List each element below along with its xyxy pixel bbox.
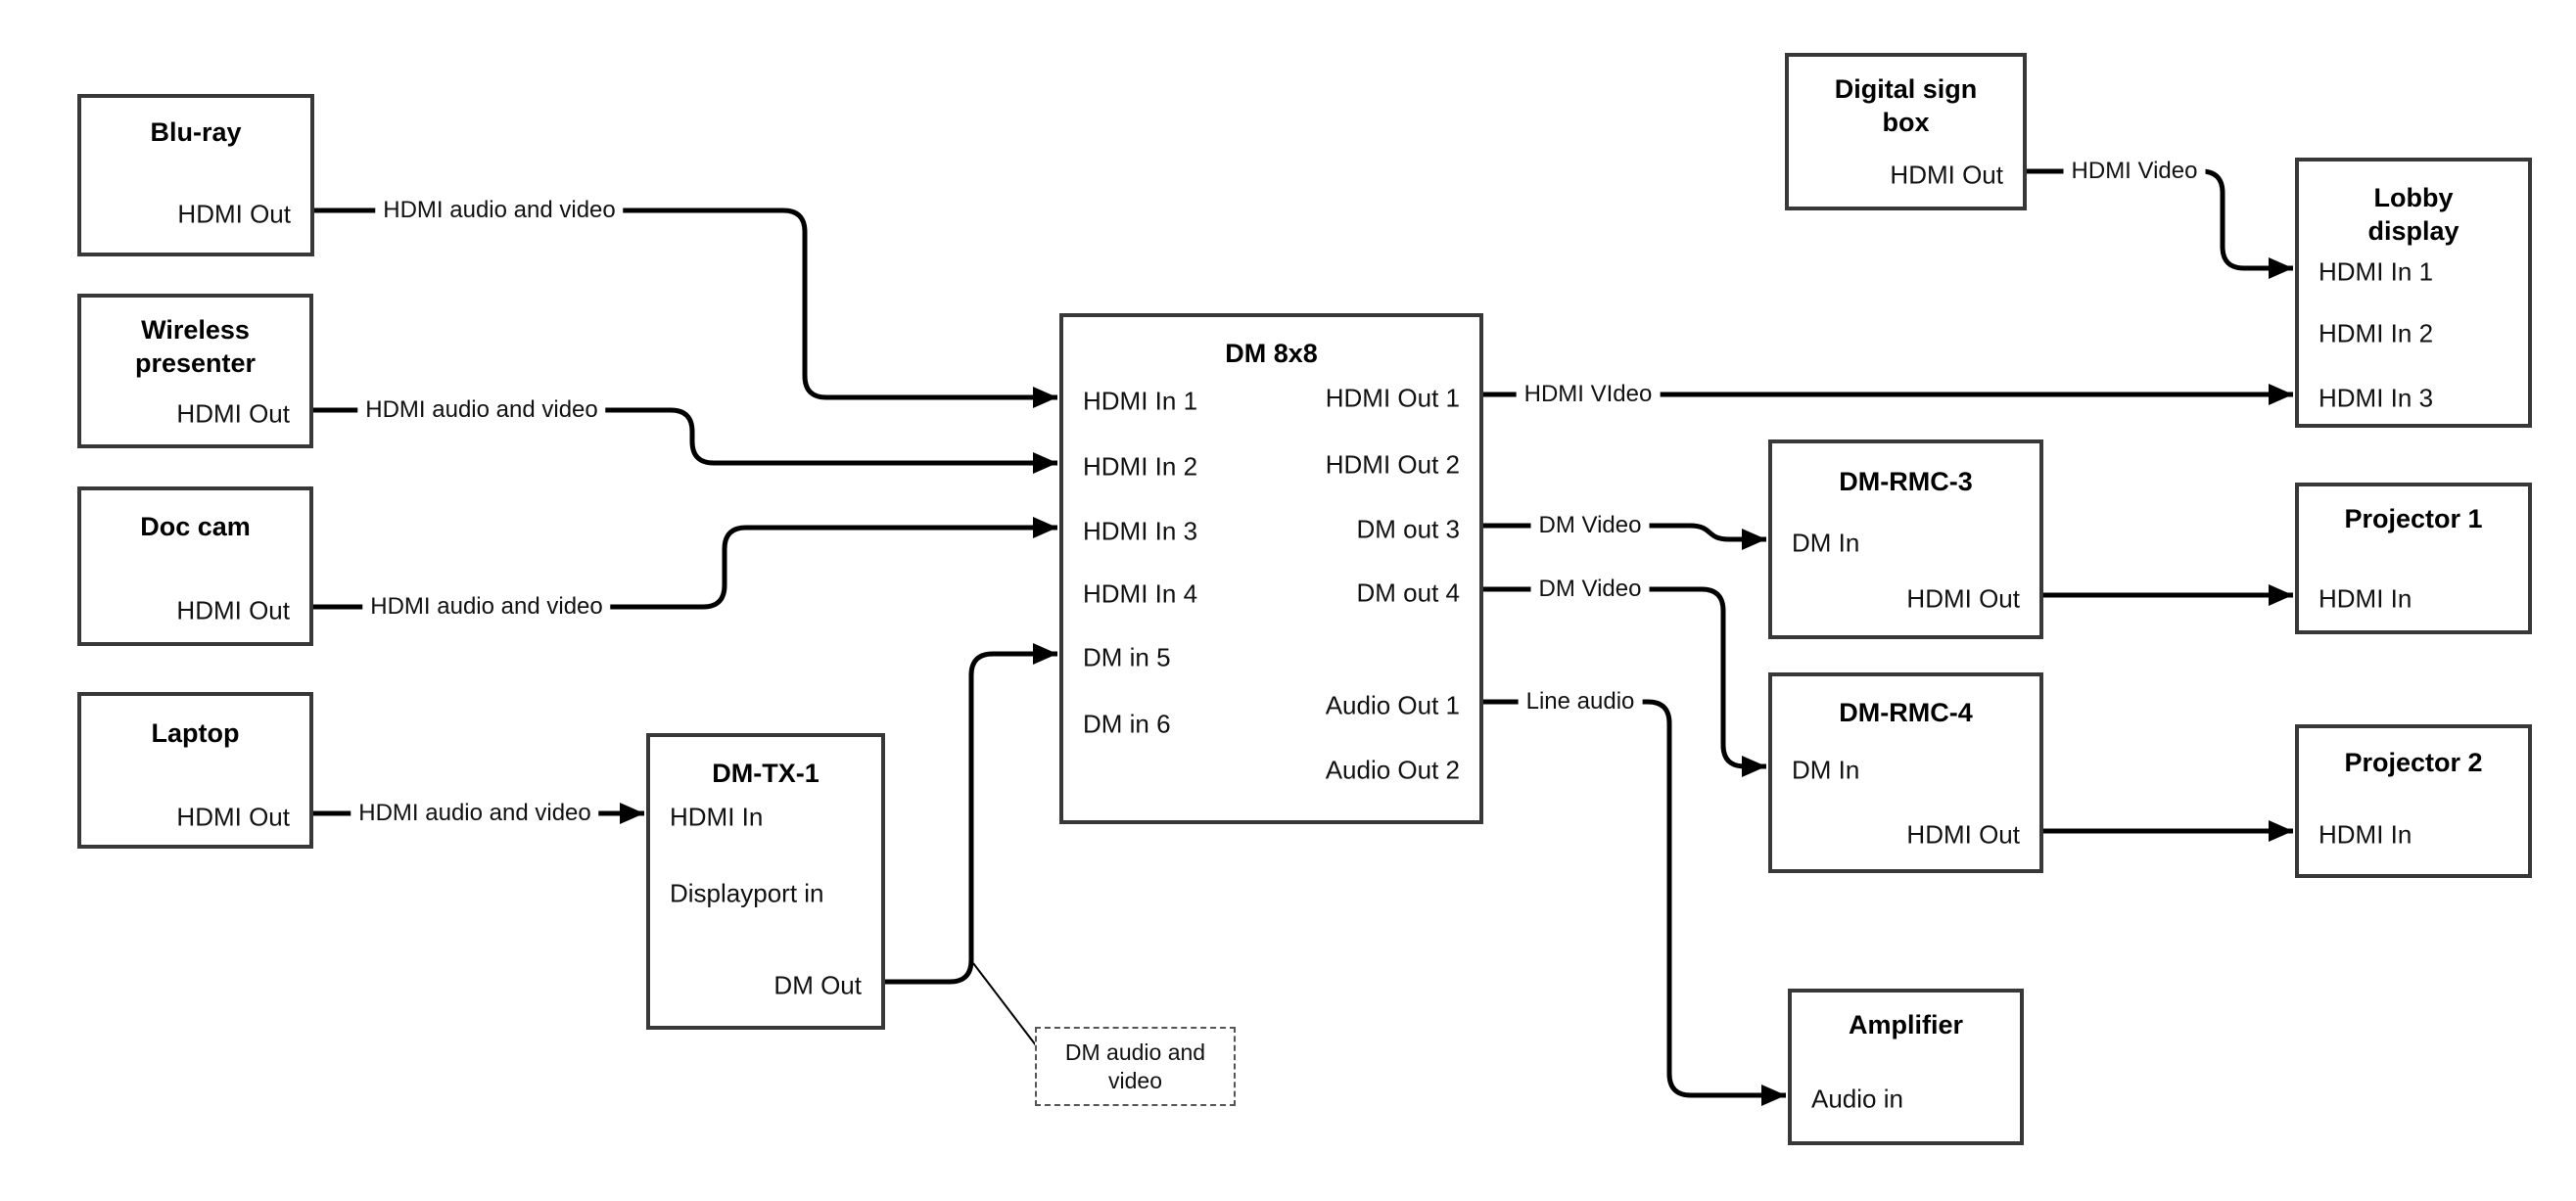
port-dm-8x8-hdmi-out-1: HDMI Out 1 [1325, 383, 1460, 413]
port-dm-8x8-dm-in-6: DM in 6 [1083, 709, 1171, 739]
port-projector-1-hdmi-in: HDMI In [2318, 583, 2412, 614]
connector-digitalsign-to-lobby-hdmi-in-1 [2027, 168, 2293, 279]
connector-dm8x8-dm-out3-to-rmc3-dm-in [1483, 523, 1766, 550]
port-wireless-presenter-hdmi-out: HDMI Out [176, 398, 290, 429]
node-title-lobby-display: Lobby display [2367, 183, 2459, 246]
port-projector-2-hdmi-in: HDMI In [2318, 819, 2412, 850]
connector-label-wireless-to-dm8x8-hdmi-in-2: HDMI audio and video [357, 395, 606, 425]
node-title-dm-rmc-3: DM-RMC-3 [1839, 467, 1973, 496]
port-dm-8x8-audio-out-2: Audio Out 2 [1325, 755, 1460, 785]
connector-dm8x8-dm-out4-to-rmc4-dm-in [1483, 586, 1766, 777]
port-dm-rmc-3-dm-in: DM In [1792, 528, 1860, 558]
port-dm-8x8-dm-out-3: DM out 3 [1356, 514, 1461, 544]
port-dm-rmc-4-dm-in: DM In [1792, 755, 1860, 785]
port-dm-8x8-audio-out-1: Audio Out 1 [1325, 690, 1460, 720]
annotation-dm-audio-and-video: DM audio and video [1035, 1027, 1236, 1106]
port-amplifier-audio-in: Audio in [1811, 1084, 1903, 1114]
connector-doccam-to-dm8x8-hdmi-in-3 [313, 517, 1057, 610]
connector-label-dm8x8-hdmi-out1-to-lobby-hdmi-in-3: HDMI VIdeo [1516, 380, 1661, 409]
port-dm-8x8-hdmi-in-2: HDMI In 2 [1083, 451, 1198, 482]
port-dm-8x8-hdmi-out-2: HDMI Out 2 [1325, 449, 1460, 480]
connector-label-bluray-to-dm8x8-hdmi-in-1: HDMI audio and video [375, 196, 624, 225]
connector-label-dm8x8-dm-out4-to-rmc4-dm-in: DM Video [1530, 575, 1650, 604]
annotation-leader-line [972, 962, 1037, 1046]
node-title-projector-2: Projector 2 [2344, 748, 2483, 777]
node-title-projector-1: Projector 1 [2344, 504, 2483, 533]
node-projector-2: Projector 2 HDMI In [2295, 724, 2532, 878]
node-title-blu-ray: Blu-ray [150, 117, 242, 147]
port-digital-sign-box-hdmi-out: HDMI Out [1890, 160, 2003, 190]
node-title-dm-8x8: DM 8x8 [1225, 339, 1318, 368]
port-dm-8x8-hdmi-in-4: HDMI In 4 [1083, 578, 1198, 609]
port-dm-rmc-3-hdmi-out: HDMI Out [1906, 583, 2020, 614]
connector-label-doccam-to-dm8x8-hdmi-in-3: HDMI audio and video [362, 592, 611, 622]
node-title-laptop: Laptop [151, 718, 240, 748]
connector-bluray-to-dm8x8-hdmi-in-1 [314, 208, 1057, 408]
node-title-dm-tx-1: DM-TX-1 [712, 759, 820, 788]
port-dm-tx-1-displayport-in: Displayport in [670, 878, 824, 908]
port-lobby-display-hdmi-in-2: HDMI In 2 [2318, 318, 2434, 348]
node-title-doc-cam: Doc cam [140, 512, 251, 541]
port-dm-tx-1-dm-out: DM Out [773, 970, 862, 1000]
port-lobby-display-hdmi-in-3: HDMI In 3 [2318, 383, 2434, 413]
connector-label-laptop-to-dmtx1-hdmi-in: HDMI audio and video [351, 799, 599, 828]
port-laptop-hdmi-out: HDMI Out [176, 802, 290, 832]
node-dm-rmc-4: DM-RMC-4 DM In HDMI Out [1768, 672, 2043, 873]
port-dm-8x8-dm-in-5: DM in 5 [1083, 642, 1171, 672]
node-dm-rmc-3: DM-RMC-3 DM In HDMI Out [1768, 439, 2043, 639]
connector-wireless-to-dm8x8-hdmi-in-2 [313, 407, 1057, 474]
connector-label-digitalsign-to-lobby-hdmi-in-1: HDMI Video [2063, 157, 2206, 186]
node-projector-1: Projector 1 HDMI In [2295, 483, 2532, 634]
node-title-wireless-presenter: Wireless presenter [134, 315, 257, 378]
connector-label-dm8x8-audio-out1-to-amplifier: Line audio [1518, 687, 1643, 716]
node-title-amplifier: Amplifier [1848, 1010, 1964, 1039]
port-lobby-display-hdmi-in-1: HDMI In 1 [2318, 256, 2434, 287]
port-dm-rmc-4-hdmi-out: HDMI Out [1906, 819, 2020, 850]
port-blu-ray-hdmi-out: HDMI Out [177, 199, 291, 229]
node-title-dm-rmc-4: DM-RMC-4 [1839, 698, 1973, 727]
connector-dm8x8-audio-out1-to-amplifier [1483, 699, 1786, 1106]
port-dm-tx-1-hdmi-in: HDMI In [670, 802, 764, 832]
node-title-digital-sign-box: Digital sign box [1834, 74, 1978, 137]
port-dm-8x8-hdmi-in-1: HDMI In 1 [1083, 386, 1198, 416]
port-dm-8x8-hdmi-in-3: HDMI In 3 [1083, 516, 1198, 546]
connector-label-dm8x8-dm-out3-to-rmc3-dm-in: DM Video [1530, 511, 1650, 540]
port-dm-8x8-dm-out-4: DM out 4 [1356, 577, 1461, 608]
port-doc-cam-hdmi-out: HDMI Out [176, 595, 290, 625]
connector-dmtx1-dmout-to-dm8x8-dm-in-5 [885, 643, 1057, 985]
